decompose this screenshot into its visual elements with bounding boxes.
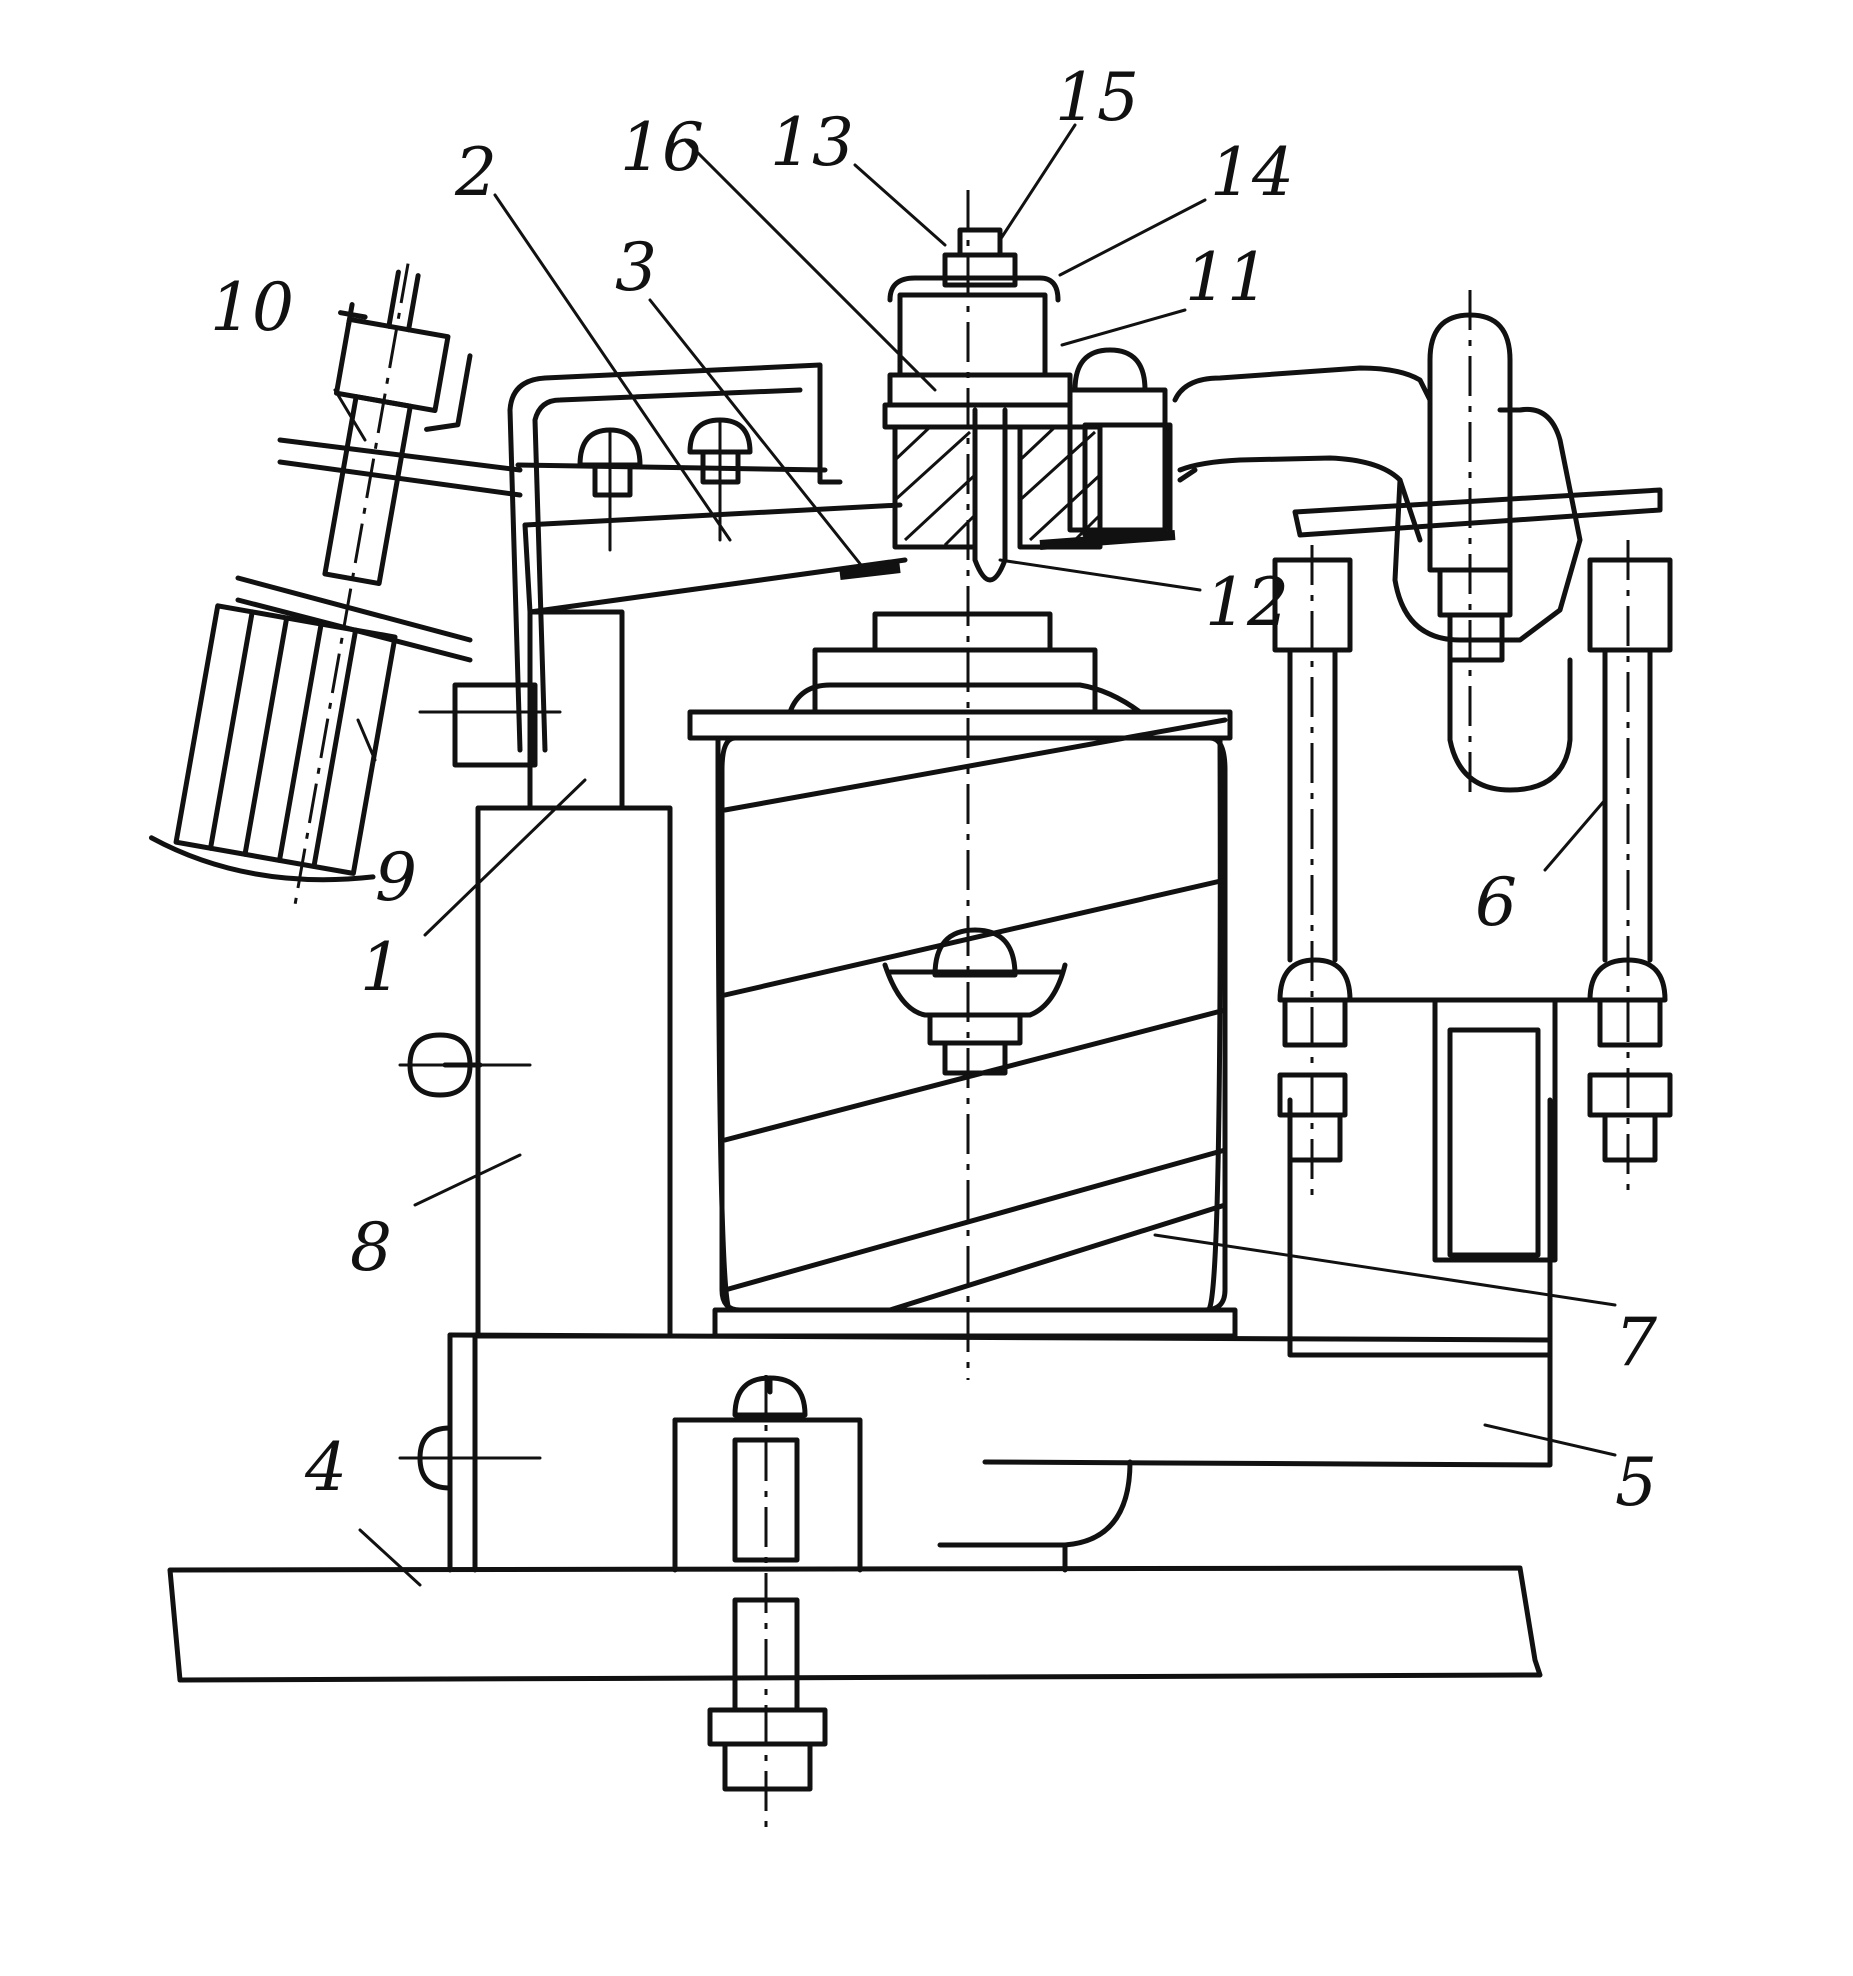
insulator-hatch: [893, 425, 1102, 547]
contact-assembly: [882, 190, 1173, 1380]
adjustment-spring: [148, 263, 473, 905]
label-1: 1: [360, 929, 402, 1006]
label-6: 6: [1475, 864, 1517, 941]
label-7: 7: [1615, 1304, 1657, 1381]
label-12: 12: [1205, 564, 1289, 641]
label-8: 8: [350, 1209, 392, 1286]
label-9: 9: [375, 839, 417, 916]
label-16: 16: [620, 109, 704, 186]
label-2: 2: [454, 134, 497, 211]
label-10: 10: [210, 269, 294, 346]
spring-holder: [235, 362, 843, 768]
bracket: [447, 1332, 1553, 1573]
left-bracket: [398, 805, 673, 1491]
label-4: 4: [304, 1429, 347, 1506]
label-5: 5: [1615, 1444, 1657, 1521]
label-3: 3: [615, 229, 657, 306]
base-plate: [167, 1565, 1543, 1683]
contact-lever: [1172, 290, 1673, 1358]
label-14: 14: [1210, 134, 1294, 211]
coil: [687, 611, 1238, 1339]
leader-lines: [333, 123, 1617, 1587]
core: [527, 609, 625, 811]
base-bolt: [707, 1375, 828, 1830]
label-11: 11: [1185, 239, 1269, 316]
label-13: 13: [770, 104, 854, 181]
part-labels: 1 2 3 4 5 6 7 8 9 10 11 12 13 14 15 16: [210, 59, 1657, 1521]
label-15: 15: [1055, 59, 1139, 136]
